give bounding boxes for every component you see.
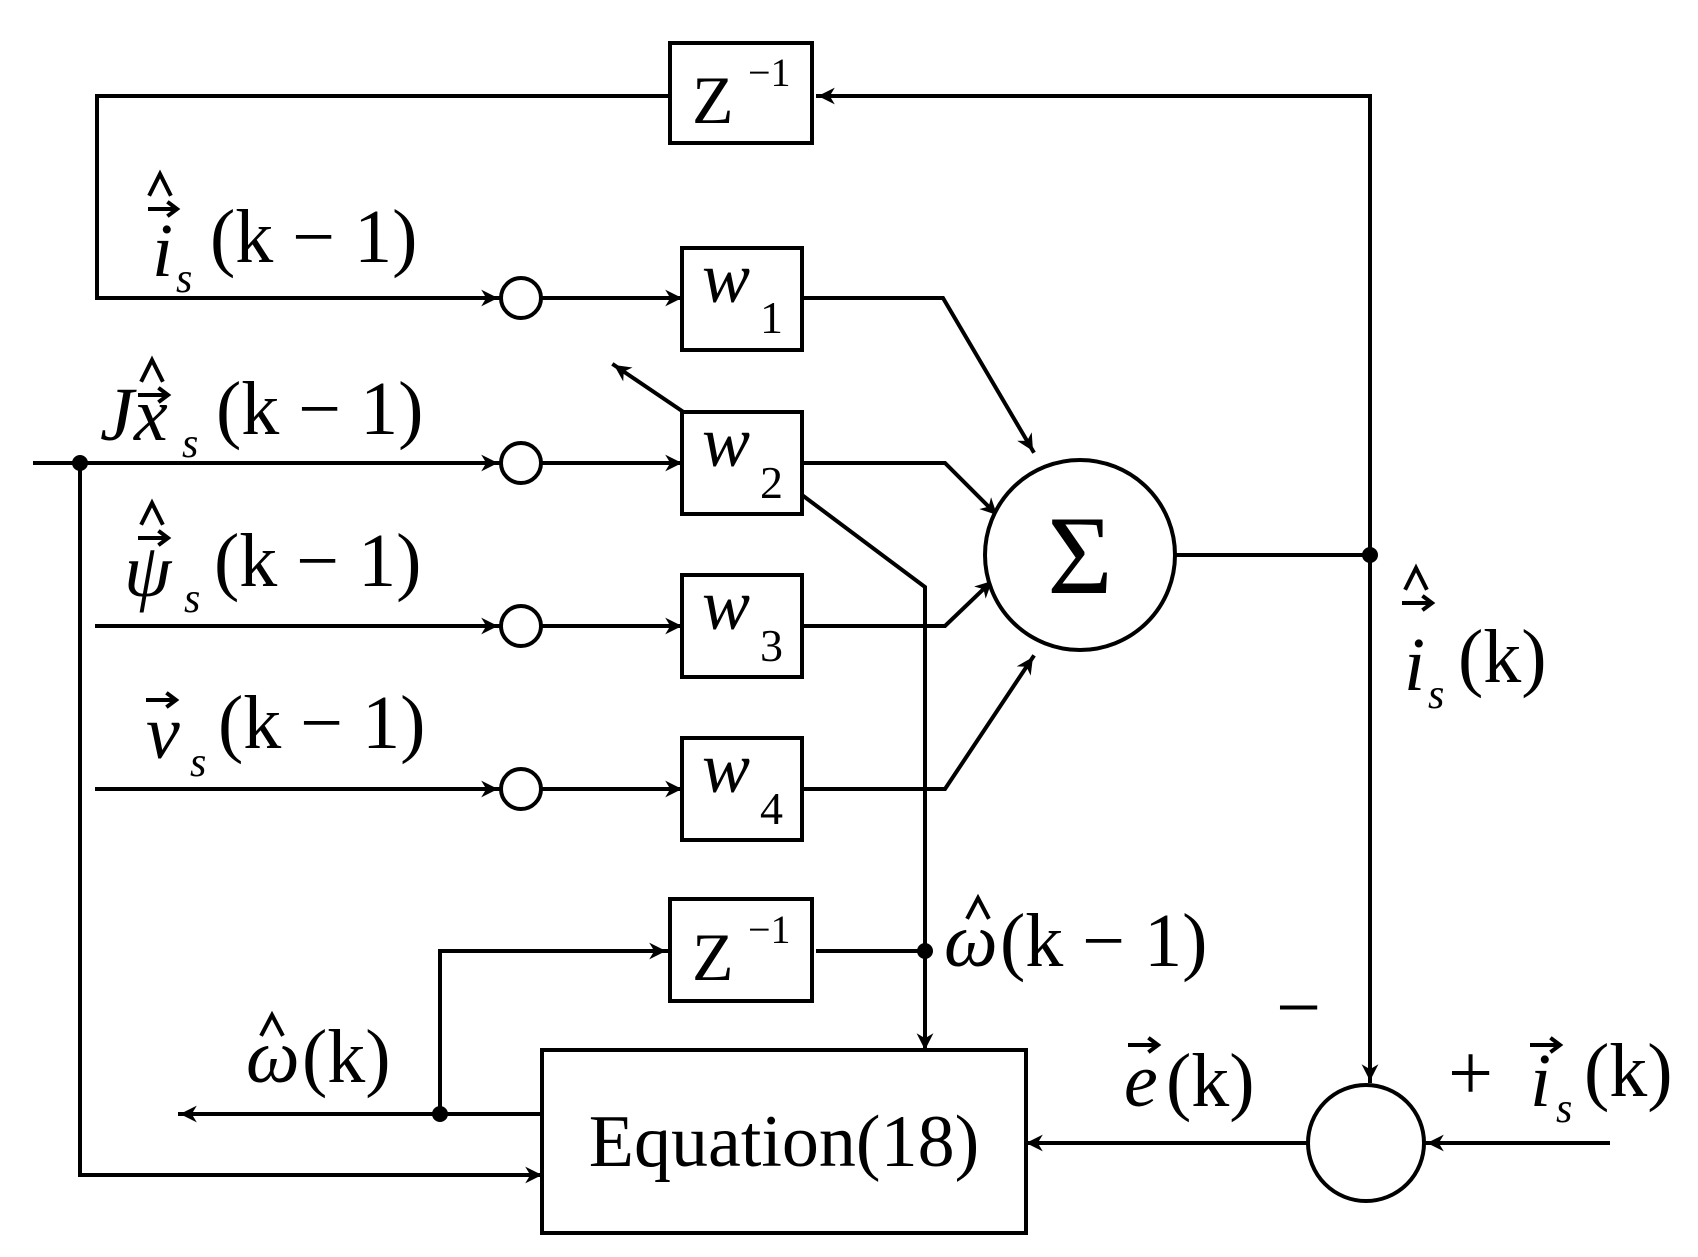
- minus-sign: −: [1276, 964, 1321, 1052]
- plus-sign: +: [1448, 1030, 1493, 1118]
- wire-feedback-up: [816, 87, 1372, 557]
- wire-delay-to-left: [95, 94, 668, 307]
- label-text: s: [1556, 1086, 1572, 1132]
- label-jxs-hat-prev: J x s (k − 1): [100, 355, 423, 467]
- equation-block: Equation(18): [540, 1048, 1028, 1235]
- label-text: ψ: [124, 529, 173, 613]
- label-text: ω: [246, 1015, 300, 1099]
- label-is-hat-prev: i s (k − 1): [147, 169, 417, 302]
- hat-accent: [259, 1010, 285, 1037]
- label-text: (k − 1): [1000, 899, 1207, 983]
- wire-w2-to-equation: [799, 492, 934, 1052]
- label-text: 4: [760, 783, 783, 834]
- delay-block-bottom: Z −1: [668, 897, 814, 1003]
- label-text: 3: [760, 620, 783, 671]
- label-is-k: s + i s (k): [1448, 1029, 1673, 1132]
- wire-w4-to-sum: [800, 654, 1036, 791]
- junction-dot-omega-prev: [917, 943, 933, 959]
- vector-accent: [146, 691, 180, 709]
- label-text: Σ: [1047, 494, 1112, 618]
- label-text: w: [702, 728, 750, 808]
- label-text: s: [1428, 672, 1444, 718]
- label-text: i: [1530, 1039, 1551, 1123]
- label-text: v: [146, 691, 180, 775]
- label-text: Equation(18): [589, 1101, 979, 1183]
- wire-w2-adapt-arrow: [611, 362, 685, 414]
- label-text: (k): [1584, 1029, 1673, 1113]
- label-text: (k): [1166, 1039, 1255, 1123]
- label-text: ω: [944, 899, 998, 983]
- label-text: i: [152, 209, 173, 293]
- label-error-k: e (k): [1124, 1036, 1255, 1123]
- junctions: [72, 276, 1378, 1122]
- weight-block-w3: w 3: [680, 565, 804, 679]
- weight-block-w1: w 1: [680, 238, 804, 352]
- input-node-row2: [499, 441, 543, 485]
- hat-accent: [965, 893, 991, 920]
- hat-vector-accent: [147, 169, 181, 218]
- wires: [33, 87, 1610, 1184]
- input-node-row1: [499, 276, 543, 320]
- label-text: s: [190, 740, 206, 786]
- junction-dot-left: [72, 455, 88, 471]
- label-text: x: [133, 373, 168, 457]
- junction-dot-sum-output: [1362, 547, 1378, 563]
- label-text: (k − 1): [216, 367, 423, 451]
- label-psi-hat-prev: ψ s (k − 1): [124, 498, 421, 622]
- wire-w1-to-sum: [800, 296, 1036, 454]
- label-text: (k − 1): [218, 681, 425, 765]
- label-text: w: [702, 238, 750, 318]
- hat-vector-accent: [138, 498, 172, 547]
- weight-block-w4: w 4: [680, 728, 804, 842]
- vector-accent: [1128, 1036, 1162, 1054]
- label-is-hat-k: i s (k): [1402, 563, 1547, 718]
- label-text: Z: [692, 62, 734, 138]
- label-text: s: [184, 576, 200, 622]
- wire-w3-to-sum: [800, 578, 995, 628]
- label-text: (k − 1): [214, 519, 421, 603]
- input-node-row3: [499, 604, 543, 648]
- label-omega-hat-prev: ω (k − 1): [944, 893, 1207, 983]
- junction-dot-omega-k: [432, 1106, 448, 1122]
- error-comparator: [1306, 1083, 1426, 1203]
- vector-accent: [1530, 1036, 1564, 1054]
- label-text: e: [1124, 1039, 1158, 1123]
- label-text: (k): [302, 1015, 391, 1099]
- label-text: 2: [760, 457, 783, 508]
- hat-vector-accent: [138, 355, 172, 404]
- wire-left-bus-to-equation: [78, 461, 544, 1184]
- wire-omega-to-delay: [438, 942, 668, 1116]
- label-text: w: [702, 402, 750, 482]
- label-text: i: [1404, 623, 1425, 707]
- label-text: 1: [760, 292, 783, 343]
- label-text: s: [176, 256, 192, 302]
- label-text: Z: [692, 919, 734, 995]
- label-omega-hat-k: ω (k): [246, 1010, 391, 1099]
- label-text: J: [100, 373, 137, 457]
- summation-block: Σ: [983, 458, 1177, 652]
- weight-block-w2: w 2: [680, 402, 804, 516]
- label-text: −1: [748, 50, 791, 95]
- input-node-row4: [499, 767, 543, 811]
- label-text: w: [702, 565, 750, 645]
- label-text: −1: [748, 907, 791, 952]
- wire-w2-to-sum: [800, 461, 1000, 518]
- label-vs-prev: v s (k − 1): [146, 681, 425, 786]
- label-text: (k): [1458, 615, 1547, 699]
- hat-vector-accent: [1402, 563, 1436, 612]
- label-text: (k − 1): [210, 195, 417, 279]
- label-text: s: [182, 421, 198, 467]
- delay-block-top: Z −1: [668, 41, 814, 145]
